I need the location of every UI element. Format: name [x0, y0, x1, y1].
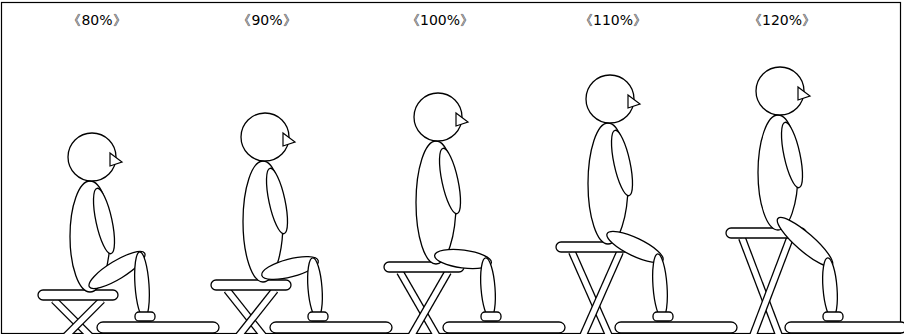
head: [586, 75, 634, 123]
foot: [135, 312, 155, 321]
stool-leg-fill: [582, 252, 620, 334]
height-ratio-label: 《90%》: [237, 12, 296, 30]
stool-leg-fill: [237, 290, 275, 334]
foot-mat: [270, 322, 392, 333]
stool-leg: [582, 252, 620, 334]
stool-leg: [410, 272, 448, 334]
seated-figure: [726, 67, 904, 334]
foot-mat: [443, 322, 565, 333]
foot-mat: [785, 322, 904, 333]
height-ratio-label: 《80%》: [67, 12, 126, 30]
shin: [479, 257, 498, 318]
frame-border: [2, 3, 901, 334]
head: [68, 133, 116, 181]
nose: [456, 113, 468, 126]
arm: [89, 187, 119, 256]
foot: [481, 312, 501, 321]
seated-figure: [384, 93, 565, 334]
stool-leg: [237, 290, 275, 334]
stool-leg-fill: [64, 300, 102, 334]
nose: [628, 95, 640, 108]
stool-leg: [64, 300, 102, 334]
nose: [110, 153, 122, 166]
arm: [607, 129, 637, 198]
stool-leg-fill: [752, 238, 790, 334]
arm: [435, 147, 465, 216]
foot: [308, 312, 328, 321]
shin: [306, 257, 325, 318]
seated-figure: [211, 113, 392, 334]
head: [414, 93, 462, 141]
stool-seat: [38, 290, 118, 300]
arm: [262, 167, 292, 236]
seated-figure: [38, 133, 219, 334]
height-ratio-label: 《110%》: [579, 12, 647, 30]
shin: [133, 251, 152, 318]
height-ratio-label: 《120%》: [748, 12, 816, 30]
foot: [823, 312, 843, 321]
shin: [821, 257, 840, 318]
stool-leg-fill: [410, 272, 448, 334]
head: [241, 113, 289, 161]
head: [756, 67, 804, 115]
seated-figure: [556, 75, 737, 334]
arm: [777, 121, 807, 190]
stool-seat: [211, 280, 291, 290]
height-ratio-label: 《100%》: [406, 12, 474, 30]
shin: [651, 253, 670, 318]
nose: [798, 87, 810, 100]
foot-mat: [97, 322, 219, 333]
stool-leg: [752, 238, 790, 334]
foot-mat: [615, 322, 737, 333]
nose: [283, 133, 295, 146]
foot: [653, 312, 673, 321]
